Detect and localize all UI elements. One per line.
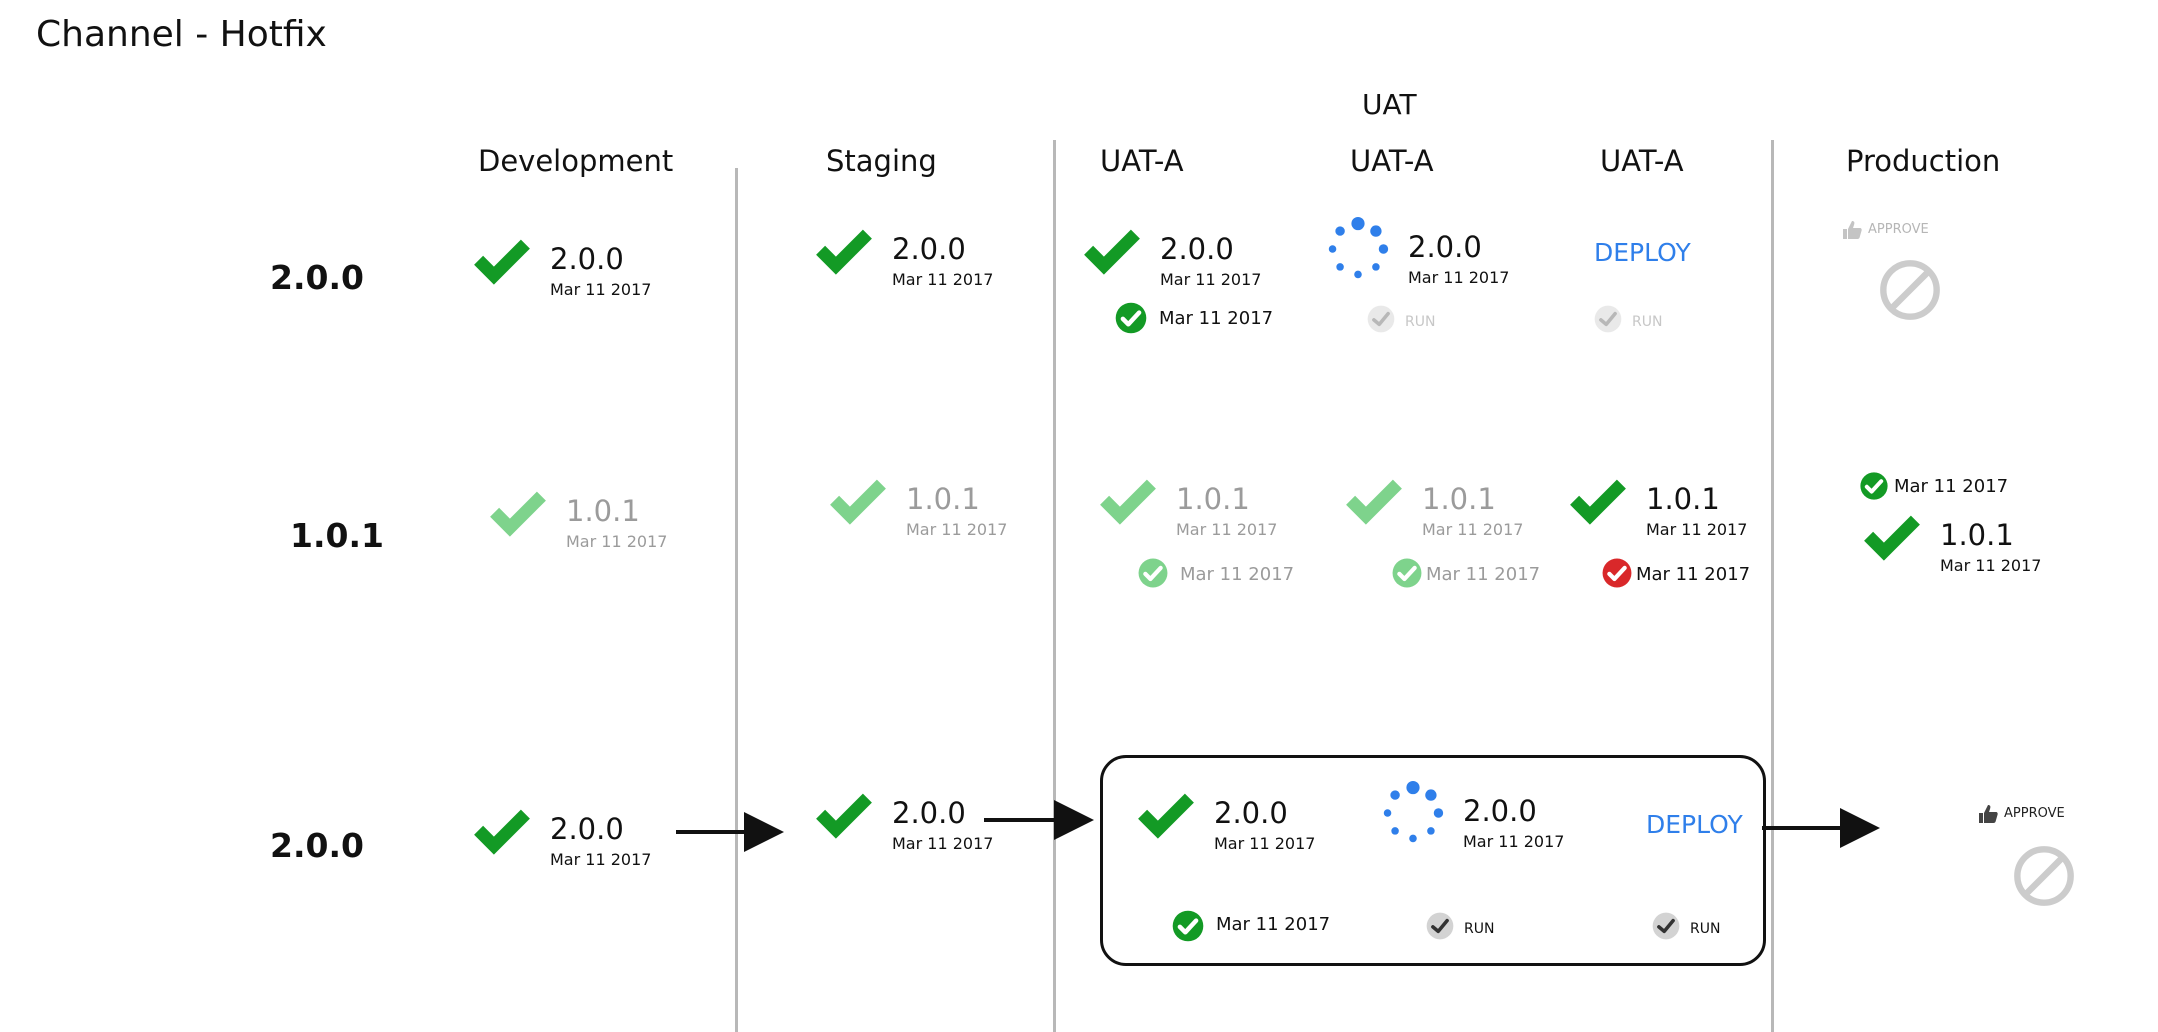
- dev-build-cell[interactable]: 1.0.1 Mar 11 2017: [486, 488, 716, 560]
- build-version: 1.0.1: [1940, 518, 2014, 552]
- build-date: Mar 11 2017: [550, 280, 652, 299]
- column-header-uat-a-1: UAT-A: [1100, 144, 1184, 178]
- approve-label: APPROVE: [2004, 806, 2065, 821]
- uat-a-3-build-cell[interactable]: 1.0.1 Mar 11 2017: [1566, 476, 1796, 548]
- test-date: Mar 11 2017: [1426, 564, 1541, 585]
- build-version: 1.0.1: [1176, 482, 1250, 516]
- build-date: Mar 11 2017: [1214, 834, 1316, 853]
- column-header-uat-a-3: UAT-A: [1600, 144, 1684, 178]
- run-label: RUN: [1690, 921, 1721, 937]
- deploy-link[interactable]: DEPLOY: [1594, 238, 1691, 267]
- uat-a-1-build-cell[interactable]: 2.0.0 Mar 11 2017: [1080, 226, 1310, 298]
- column-header-staging: Staging: [826, 144, 937, 178]
- row-label: 2.0.0: [270, 826, 364, 865]
- row-label: 1.0.1: [290, 516, 384, 555]
- uat-a-1-build-cell[interactable]: 1.0.1 Mar 11 2017: [1096, 476, 1326, 548]
- build-date: Mar 11 2017: [550, 850, 652, 869]
- build-date: Mar 11 2017: [1646, 520, 1748, 539]
- build-date: Mar 11 2017: [1463, 832, 1565, 851]
- page-title: Channel - Hotfix: [36, 14, 327, 55]
- build-version: 2.0.0: [550, 812, 624, 846]
- build-date: Mar 11 2017: [906, 520, 1008, 539]
- row-label: 2.0.0: [270, 258, 364, 297]
- build-version: 2.0.0: [1408, 230, 1482, 264]
- build-version: 1.0.1: [1646, 482, 1720, 516]
- build-version: 1.0.1: [1422, 482, 1496, 516]
- build-version: 1.0.1: [906, 482, 980, 516]
- test-date: Mar 11 2017: [1180, 564, 1295, 585]
- column-divider: [1053, 140, 1056, 1032]
- test-date: Mar 11 2017: [1636, 564, 1751, 585]
- build-version: 2.0.0: [1463, 794, 1537, 828]
- test-date: Mar 11 2017: [1216, 914, 1331, 935]
- build-date: Mar 11 2017: [892, 834, 994, 853]
- column-header-development: Development: [478, 144, 674, 178]
- build-date: Mar 11 2017: [892, 270, 994, 289]
- column-divider: [1771, 140, 1774, 1032]
- production-build-cell[interactable]: 1.0.1 Mar 11 2017: [1860, 512, 2090, 584]
- approve-label: APPROVE: [1868, 222, 1929, 237]
- build-date: Mar 11 2017: [1940, 556, 2042, 575]
- run-label: RUN: [1632, 314, 1663, 330]
- uat-a-2-build-cell[interactable]: 2.0.0 Mar 11 2017: [1380, 780, 1610, 852]
- staging-build-cell[interactable]: 1.0.1 Mar 11 2017: [826, 476, 1056, 548]
- run-label: RUN: [1464, 921, 1495, 937]
- column-header-uat-a-2: UAT-A: [1350, 144, 1434, 178]
- dev-build-cell[interactable]: 2.0.0 Mar 11 2017: [470, 236, 700, 308]
- dev-build-cell[interactable]: 2.0.0 Mar 11 2017: [470, 806, 700, 878]
- run-label: RUN: [1405, 314, 1436, 330]
- build-version: 2.0.0: [892, 232, 966, 266]
- column-divider: [735, 168, 738, 1032]
- build-date: Mar 11 2017: [1408, 268, 1510, 287]
- build-version: 2.0.0: [892, 796, 966, 830]
- build-date: Mar 11 2017: [566, 532, 668, 551]
- uat-pipeline-box: [1100, 755, 1766, 966]
- staging-build-cell[interactable]: 2.0.0 Mar 11 2017: [812, 226, 1042, 298]
- uat-group-header: UAT: [1362, 88, 1417, 121]
- uat-a-2-build-cell[interactable]: 2.0.0 Mar 11 2017: [1325, 216, 1555, 288]
- build-date: Mar 11 2017: [1422, 520, 1524, 539]
- build-date: Mar 11 2017: [1160, 270, 1262, 289]
- build-version: 2.0.0: [550, 242, 624, 276]
- approved-date: Mar 11 2017: [1894, 476, 2009, 497]
- uat-a-2-build-cell[interactable]: 1.0.1 Mar 11 2017: [1342, 476, 1572, 548]
- build-version: 2.0.0: [1214, 796, 1288, 830]
- uat-a-1-build-cell[interactable]: 2.0.0 Mar 11 2017: [1134, 790, 1364, 862]
- column-header-production: Production: [1846, 144, 2001, 178]
- deploy-link[interactable]: DEPLOY: [1646, 810, 1743, 839]
- build-version: 1.0.1: [566, 494, 640, 528]
- build-date: Mar 11 2017: [1176, 520, 1278, 539]
- staging-build-cell[interactable]: 2.0.0 Mar 11 2017: [812, 790, 1042, 862]
- build-version: 2.0.0: [1160, 232, 1234, 266]
- test-date: Mar 11 2017: [1159, 308, 1274, 329]
